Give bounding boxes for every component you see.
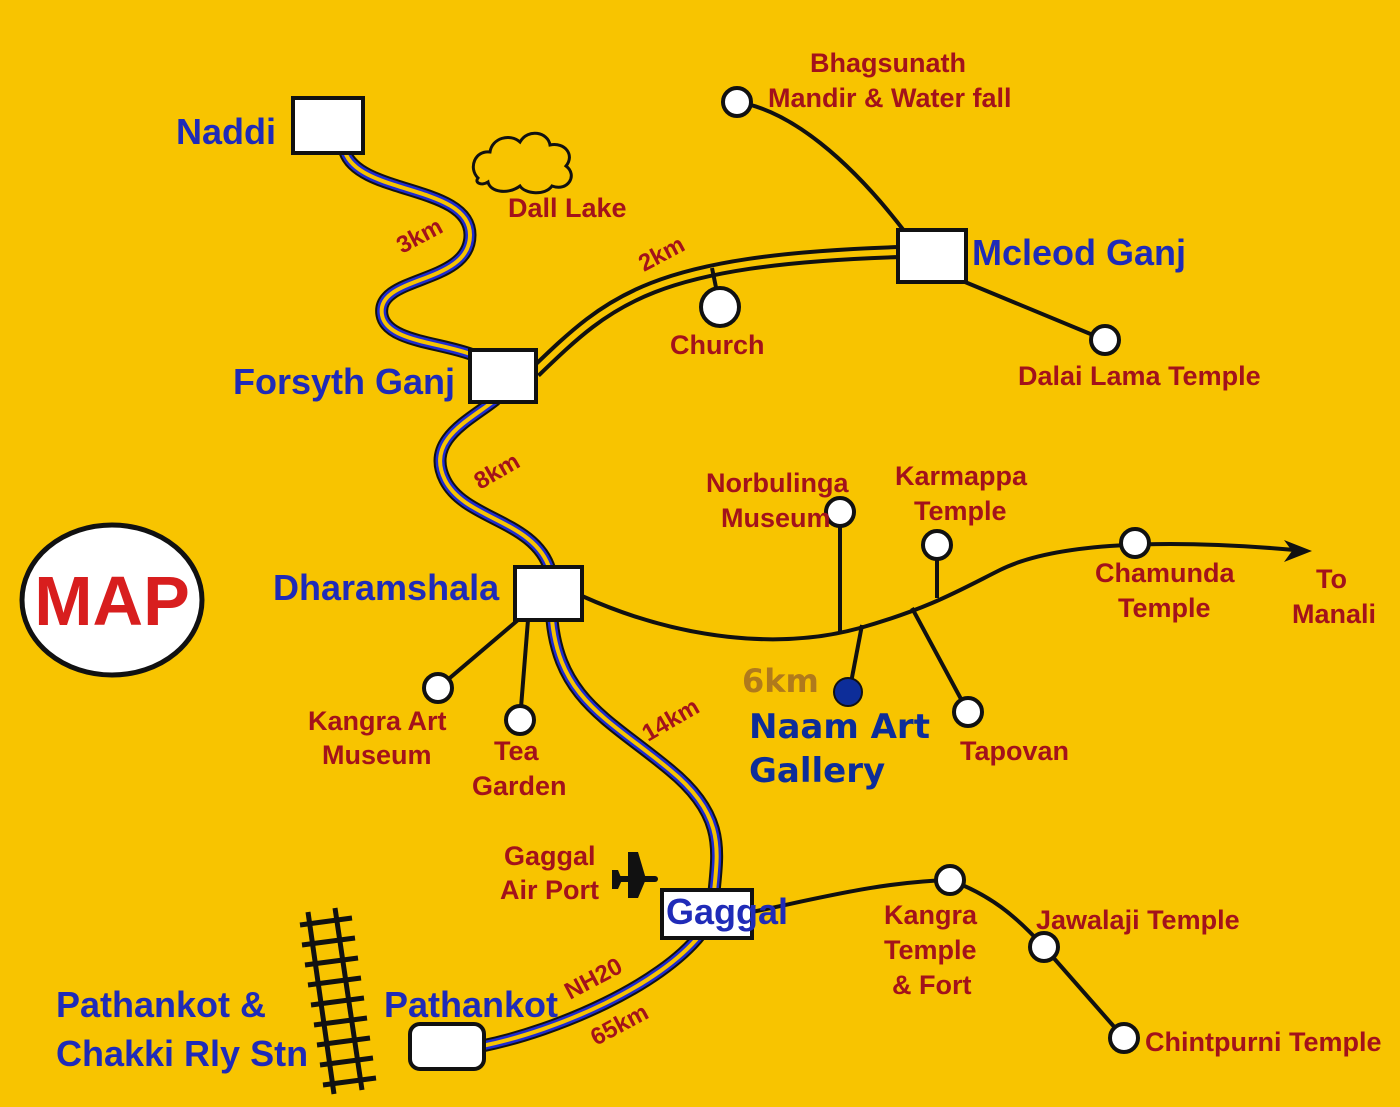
label-karmappa-line1: Karmappa — [895, 461, 1028, 491]
label-tea-garden-line1: Tea — [494, 736, 540, 766]
road-forsyth-mcleod — [530, 245, 901, 378]
label-karmappa-line2: Temple — [914, 496, 1007, 526]
distance-dharamshala-gaggal: 14km — [638, 693, 705, 747]
distance-forsyth-dharamshala: 8km — [470, 448, 525, 495]
map-title-badge — [19, 522, 205, 678]
label-tea-garden-line2: Garden — [472, 771, 567, 801]
label-airport-line2: Air Port — [500, 875, 599, 905]
highway-naddi-forsyth — [338, 145, 502, 379]
town-label-gaggal: Gaggal — [666, 891, 788, 932]
highway-forsyth-dharamshala — [433, 393, 557, 577]
label-kangra-art-line2: Museum — [322, 740, 432, 770]
stop-bhagsunath[interactable] — [721, 86, 753, 118]
label-jawalaji: Jawalaji Temple — [1036, 905, 1240, 935]
gallery-marker[interactable] — [833, 677, 863, 707]
label-norbulinga-line1: Norbulinga — [706, 468, 849, 498]
town-box-gaggal[interactable] — [660, 888, 754, 940]
stop-chintpurni[interactable] — [1108, 1022, 1140, 1054]
road-tea-garden — [518, 619, 530, 721]
town-label-dharamshala: Dharamshala — [273, 567, 500, 608]
town-label-pathankot-rly-line1: Pathankot & — [56, 984, 266, 1025]
stop-kangra-art[interactable] — [422, 672, 454, 704]
stop-tea-garden[interactable] — [504, 704, 536, 736]
gallery-label-line1[interactable]: Naam Art — [749, 707, 930, 747]
label-bhagsunath-line2: Mandir & Water fall — [768, 83, 1012, 113]
label-bhagsunath-line1: Bhagsunath — [810, 48, 966, 78]
town-label-naddi: Naddi — [176, 111, 276, 152]
label-kangra-art-line1: Kangra Art — [308, 706, 447, 736]
arrow-to-manali — [1284, 540, 1312, 562]
highway-dharamshala-gaggal — [545, 613, 724, 899]
gallery-label-line2[interactable]: Gallery — [749, 751, 885, 791]
stop-karmappa[interactable] — [921, 529, 953, 561]
label-dalai-lama: Dalai Lama Temple — [1018, 361, 1261, 391]
stop-kangra-fort[interactable] — [934, 864, 966, 896]
label-kangra-fort-line2: Temple — [884, 935, 977, 965]
town-label-mcleod: Mcleod Ganj — [972, 232, 1186, 273]
label-tapovan: Tapovan — [960, 736, 1069, 766]
stop-norbulinga[interactable] — [824, 496, 856, 528]
town-label-forsyth: Forsyth Ganj — [233, 361, 455, 402]
stop-chamunda[interactable] — [1119, 527, 1151, 559]
town-label-pathankot-rly-line2: Chakki Rly Stn — [56, 1033, 308, 1074]
road-jawalaji-chintpurni — [1042, 945, 1126, 1040]
road-tapovan — [910, 607, 970, 713]
town-box-pathankot[interactable] — [408, 1022, 486, 1071]
road-mcleod-bhagsunath — [736, 100, 907, 234]
label-kangra-fort-line1: Kangra — [884, 900, 978, 930]
distance-naddi-forsyth: 3km — [392, 213, 447, 259]
label-to-manali-line2: Manali — [1292, 599, 1376, 629]
stop-dalai-lama[interactable] — [1089, 324, 1121, 356]
distance-forsyth-mcleod: 2km — [634, 231, 689, 277]
town-box-mcleod[interactable] — [896, 228, 968, 284]
railway-track-icon — [299, 907, 377, 1095]
lake-icon — [471, 131, 573, 195]
road-mcleod-dalai-lama — [964, 280, 1106, 342]
label-to-manali-line1: To — [1316, 564, 1347, 594]
label-chamunda-line1: Chamunda — [1095, 558, 1235, 588]
highway-gaggal-pathankot — [475, 928, 707, 1053]
town-label-pathankot: Pathankot — [384, 984, 558, 1025]
label-airport-line1: Gaggal — [504, 841, 596, 871]
gallery-distance: 6km — [742, 662, 819, 700]
road-kangra-art — [436, 618, 520, 690]
road-gallery — [848, 624, 864, 689]
stop-church[interactable] — [699, 286, 741, 328]
label-kangra-fort-line3: & Fort — [892, 970, 971, 1000]
label-chintpurni: Chintpurni Temple — [1145, 1027, 1382, 1057]
label-norbulinga-line2: Museum — [721, 503, 831, 533]
label-dall-lake: Dall Lake — [508, 193, 627, 223]
town-box-naddi[interactable] — [291, 96, 365, 155]
map-title: MAP — [34, 562, 190, 640]
stop-tapovan[interactable] — [952, 696, 984, 728]
town-box-dharamshala[interactable] — [513, 565, 584, 622]
town-box-forsyth[interactable] — [468, 348, 538, 404]
label-chamunda-line2: Temple — [1118, 593, 1211, 623]
road-gaggal-kangra — [751, 878, 951, 914]
airplane-icon — [612, 852, 658, 898]
label-church: Church — [670, 330, 765, 360]
stop-jawalaji[interactable] — [1028, 931, 1060, 963]
